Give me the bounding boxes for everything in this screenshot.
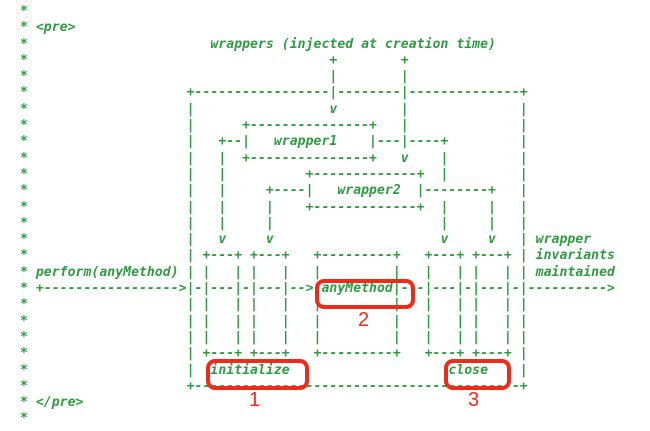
highlight-box-initialize [206,359,309,390]
highlight-box-anymethod [315,279,415,309]
highlight-label-2: 2 [358,309,370,331]
highlight-box-close [444,359,511,390]
highlight-label-1: 1 [249,389,261,411]
javadoc-ascii-diagram: * * <pre> * wrappers (injected at creati… [20,4,615,427]
highlight-label-3: 3 [468,389,480,411]
